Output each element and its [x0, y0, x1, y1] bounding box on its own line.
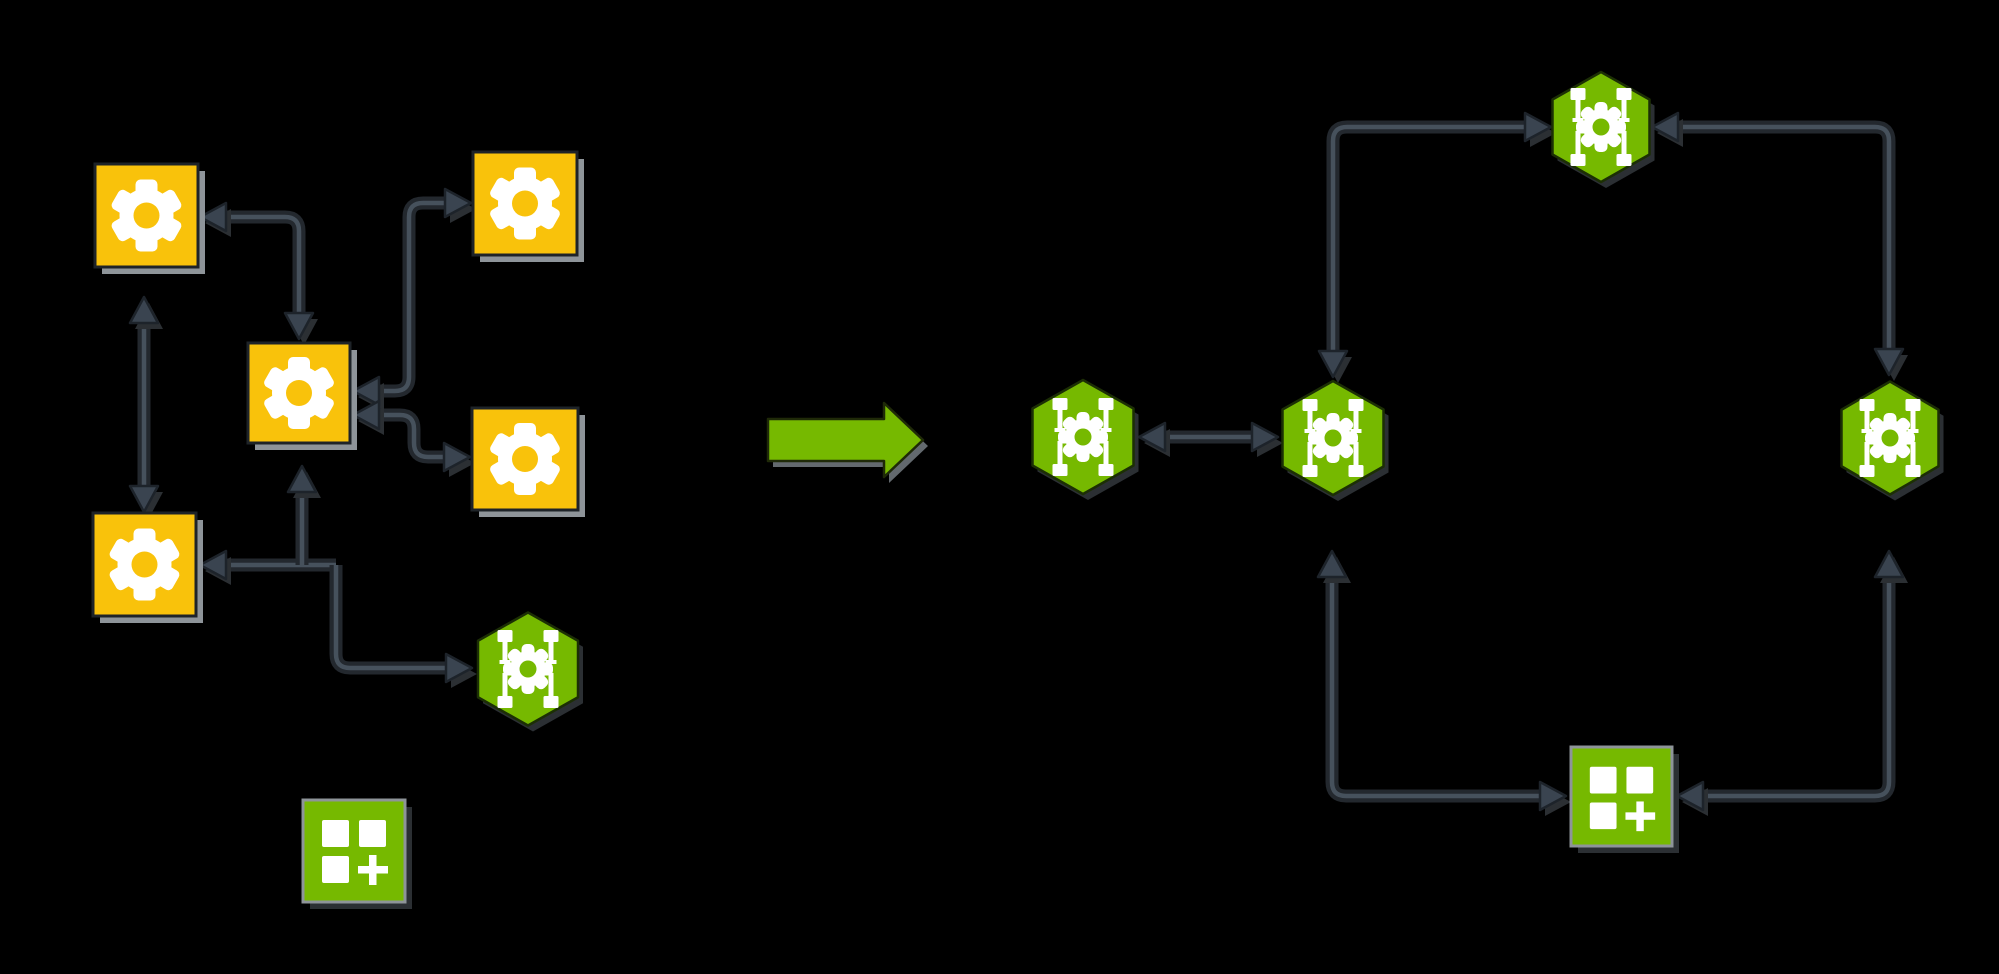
arrowhead-left: [351, 375, 381, 407]
arrowhead-right: [1523, 111, 1553, 143]
microservice-top: [1551, 70, 1655, 188]
gear-icon: [490, 423, 560, 495]
connector-branch-to-bottom-left: [198, 549, 336, 585]
gear-icon: [1576, 102, 1626, 152]
arrowhead-up: [1873, 549, 1905, 579]
apps-plus-icon: [1589, 766, 1656, 832]
arrowhead-left: [1675, 780, 1705, 812]
gear-icon: [264, 357, 334, 429]
connector-center-to-mid-right: [351, 399, 475, 477]
connector-top-right-to-center: [351, 187, 476, 411]
gear-icon: [1058, 412, 1108, 462]
connector-right-to-app-modules: [1675, 549, 1908, 816]
gear-icon: [1865, 413, 1915, 463]
arrowhead-up: [286, 464, 318, 494]
connector-branch-up-to-center: [286, 464, 321, 565]
arrowhead-right: [442, 441, 472, 473]
apps-plus-icon: [322, 820, 388, 885]
monolith-service-center: [246, 341, 357, 450]
gear-icon: [109, 528, 180, 601]
connectors-layer: [128, 111, 1908, 816]
microservices-app-modules-box: [1569, 745, 1674, 848]
connector-hub-to-top: [1317, 111, 1556, 383]
arrowhead-right: [1538, 780, 1568, 812]
monolith-app-modules: [301, 798, 412, 909]
microservice-hub: [1281, 379, 1389, 501]
arrowhead-right: [1250, 421, 1280, 453]
arrowhead-right: [443, 187, 473, 219]
microservice-left: [1031, 378, 1139, 500]
gear-icon: [111, 179, 182, 252]
arrowhead-down: [128, 484, 160, 514]
arrowhead-up: [128, 295, 160, 325]
monolith-service-top-right: [471, 150, 584, 262]
connector-top-left-to-bottom-left: [128, 295, 163, 518]
arrowhead-up: [1316, 549, 1348, 579]
connector-branch-to-container-service: [329, 565, 477, 688]
gear-icon: [490, 167, 560, 240]
container-gear-icon: [1302, 399, 1364, 477]
arrowhead-down: [1317, 349, 1349, 379]
gear-icon: [503, 644, 553, 694]
arrowhead-right: [444, 652, 474, 684]
nodes-layer: [91, 70, 1944, 909]
container-gear-icon: [497, 630, 559, 708]
monolith-app-modules-box: [301, 798, 407, 904]
arrowhead-left: [1650, 111, 1680, 143]
connector-hub-to-app-modules: [1316, 549, 1571, 816]
monolith-service-top-left: [93, 162, 205, 274]
container-gear-icon: [1859, 399, 1921, 477]
monolith-service-bottom-left: [91, 511, 203, 623]
container-gear-icon: [1052, 398, 1114, 476]
connector-microservice-left-to-hub: [1137, 421, 1283, 457]
monolith-containerized-service: [476, 611, 583, 732]
gear-icon: [1308, 413, 1358, 463]
arrowhead-down: [283, 311, 315, 341]
arrowhead-down: [1873, 347, 1905, 377]
arrowhead-left: [198, 549, 228, 581]
arrowhead-left: [198, 201, 228, 233]
connector-center-to-top-left: [198, 201, 318, 345]
transformation-arrow: [766, 401, 928, 483]
arrowhead-left: [351, 399, 381, 431]
transformation-arrow-shape: [766, 401, 925, 479]
container-gear-icon: [1570, 88, 1632, 166]
arrowhead-left: [1137, 421, 1167, 453]
monolith-service-mid-right: [470, 406, 585, 517]
microservice-right: [1840, 380, 1944, 501]
connector-top-to-right: [1650, 111, 1908, 381]
microservices-app-modules: [1569, 745, 1679, 853]
